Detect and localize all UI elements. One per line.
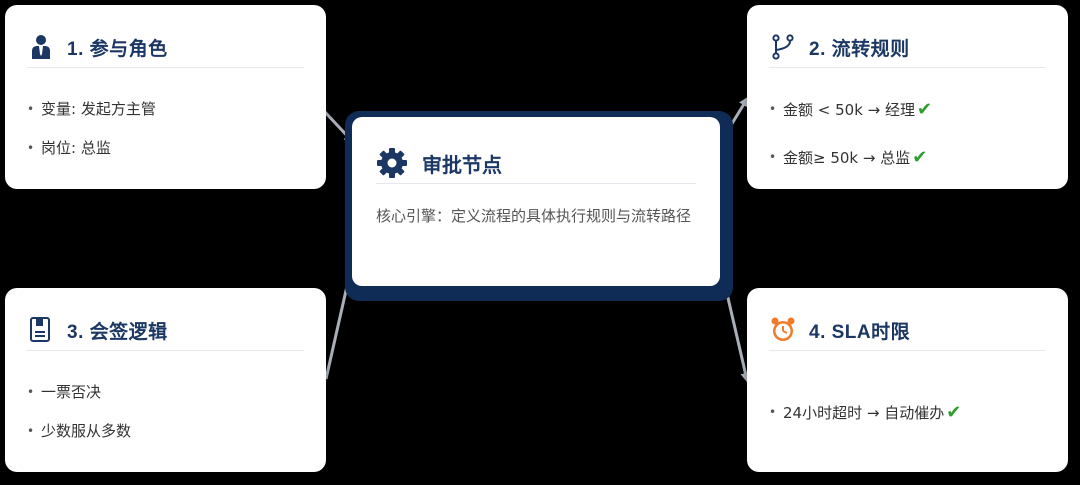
list-item: • 金额≥ 50k → 总监✔ xyxy=(769,133,1058,181)
list-item: • 一票否决 xyxy=(27,372,316,411)
card-flow-list: •金额 < 50k → 经理✔ •金额≥ 50k → 总监✔ xyxy=(769,85,1058,181)
list-item: • 岗位: 总监 xyxy=(27,128,316,167)
list-item: • 24小时超时 → 自动催办✔ xyxy=(769,388,1058,436)
center-node-header: 审批节点 xyxy=(376,143,696,184)
card-sign-list: • 一票否决 • 少数服从多数 xyxy=(27,372,316,450)
list-item-text: 变量: 发起方主管 xyxy=(41,100,156,118)
branch-icon xyxy=(769,33,797,61)
card-roles: 1. 参与角色 • 变量: 发起方主管 • 岗位: 总监 xyxy=(5,5,326,189)
bullet-icon: • xyxy=(27,140,35,155)
card-roles-list: • 变量: 发起方主管 • 岗位: 总监 xyxy=(27,89,316,167)
list-item-text: 少数服从多数 xyxy=(41,422,132,440)
card-flow: 2. 流转规则 •金额 < 50k → 经理✔ •金额≥ 50k → 总监✔ xyxy=(747,5,1068,189)
card-sign-header: 3. 会签逻辑 xyxy=(27,310,304,351)
gear-icon xyxy=(376,147,408,179)
list-item-text: 金额≥ 50k → 总监 xyxy=(783,148,911,167)
document-icon xyxy=(27,316,55,344)
bullet-icon: • xyxy=(27,423,35,438)
center-node-description: 核心引擎：定义流程的具体执行规则与流转路径 xyxy=(376,207,692,225)
list-item-text: 金额 < 50k → 经理 xyxy=(783,100,915,119)
card-flow-header: 2. 流转规则 xyxy=(769,27,1046,68)
card-sla: 4. SLA时限 • 24小时超时 → 自动催办✔ xyxy=(747,288,1068,472)
card-roles-title: 1. 参与角色 xyxy=(67,38,168,60)
check-icon: ✔ xyxy=(916,98,933,120)
card-sla-title: 4. SLA时限 xyxy=(809,321,911,343)
bullet-icon: • xyxy=(27,384,35,399)
bullet-icon: • xyxy=(769,150,777,164)
list-item: • 金额 < 50k → 经理✔ xyxy=(769,85,1058,133)
list-item-text: 24小时超时 → 自动催办 xyxy=(783,403,945,422)
bullet-icon: • xyxy=(769,405,777,419)
list-item: • 变量: 发起方主管 xyxy=(27,89,316,128)
list-item-text: 岗位: 总监 xyxy=(41,139,111,157)
card-flow-title: 2. 流转规则 xyxy=(809,38,910,60)
alarm-clock-icon xyxy=(769,316,797,344)
list-item: • 少数服从多数 xyxy=(27,411,316,450)
card-sign: 3. 会签逻辑 • 一票否决 • 少数服从多数 xyxy=(5,288,326,472)
bullet-icon: • xyxy=(27,101,35,116)
card-sla-header: 4. SLA时限 xyxy=(769,310,1046,351)
card-roles-header: 1. 参与角色 xyxy=(27,27,304,68)
center-node: 审批节点 核心引擎：定义流程的具体执行规则与流转路径 xyxy=(352,117,720,286)
person-icon xyxy=(27,33,55,61)
center-node-title: 审批节点 xyxy=(422,154,502,177)
card-sign-title: 3. 会签逻辑 xyxy=(67,321,168,343)
card-sla-list: • 24小时超时 → 自动催办✔ xyxy=(769,388,1058,436)
bullet-icon: • xyxy=(769,102,777,116)
check-icon: ✔ xyxy=(912,146,928,168)
list-item-text: 一票否决 xyxy=(41,383,102,401)
check-icon: ✔ xyxy=(946,401,962,423)
